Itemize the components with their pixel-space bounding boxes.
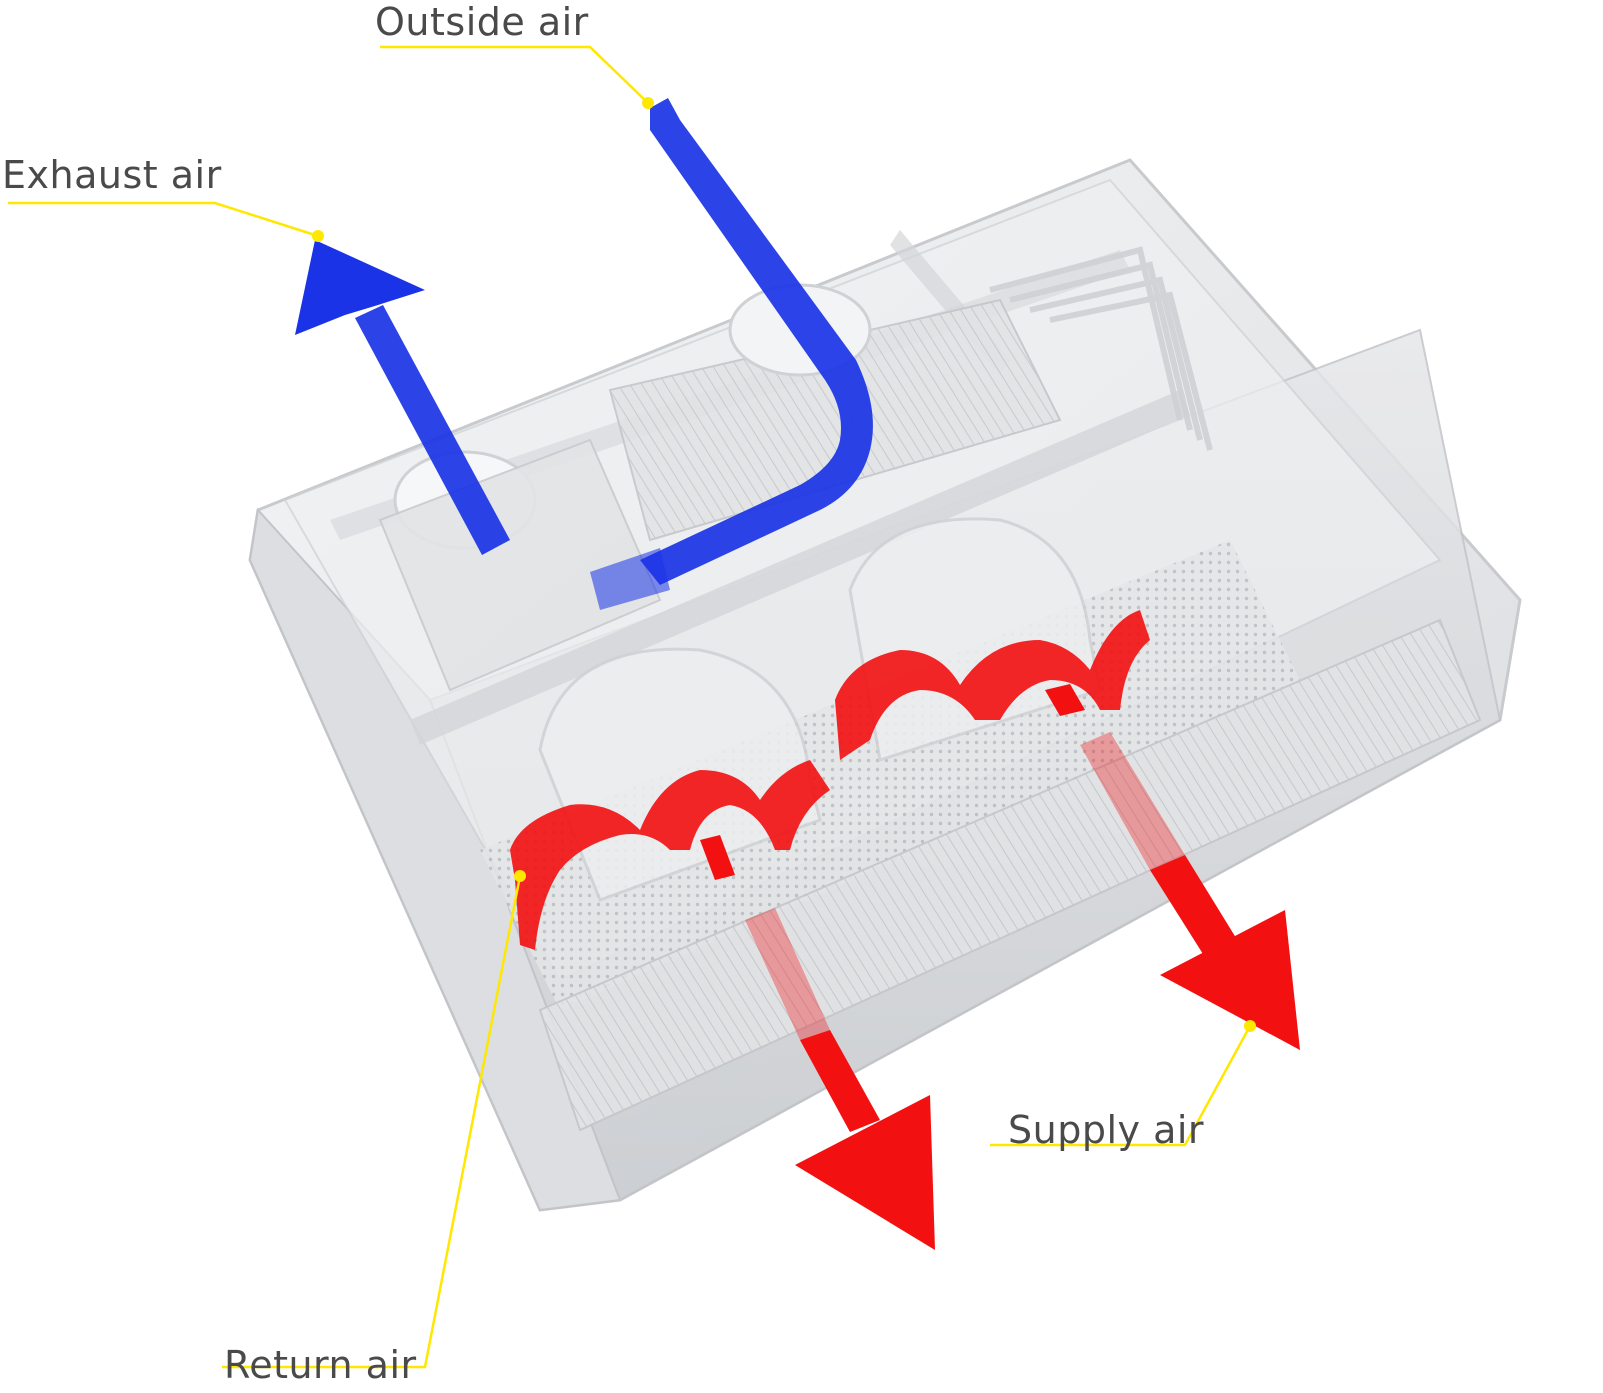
return-air-leader	[222, 875, 522, 1369]
return-air-dot	[514, 870, 526, 882]
return-air-loop-left	[510, 760, 830, 950]
supply-air-shaft-left	[800, 1030, 880, 1132]
outside-air-flow	[590, 98, 873, 610]
exhaust-air-arrowhead	[295, 240, 425, 335]
supply-air-label: Supply air	[1008, 1108, 1205, 1152]
exhaust-air-dot	[312, 230, 324, 242]
front-components	[480, 517, 1482, 1132]
divider-wall-middle	[410, 390, 1190, 745]
outside-air-leader	[380, 45, 649, 104]
exhaust-fan-housing	[378, 438, 662, 692]
filter-slab	[538, 618, 1482, 1132]
coil-pipes	[989, 246, 1213, 451]
exhaust-air-leader	[8, 201, 319, 238]
supply-air-dot	[1244, 1020, 1256, 1032]
supply-air-faded-left	[745, 908, 830, 1040]
callout-dots	[312, 97, 1256, 1032]
outside-air-outlet	[590, 548, 670, 610]
return-air-flow	[510, 610, 1150, 950]
return-air-post-b	[1045, 684, 1085, 716]
supply-air-flow	[745, 732, 1300, 1250]
exhaust-air-flow	[295, 240, 510, 555]
exhaust-air-label: Exhaust air	[2, 153, 222, 197]
supply-air-leader	[990, 1025, 1252, 1147]
supply-air-faded-right	[1080, 732, 1185, 870]
exhaust-air-shaft	[355, 305, 510, 555]
callout-lines	[8, 45, 1252, 1369]
supply-fan-right	[848, 517, 1102, 762]
return-air-loop-right	[835, 610, 1150, 760]
outside-air-label: Outside air	[375, 0, 589, 44]
return-air-post-a	[700, 835, 735, 880]
supply-air-arrowhead-left	[795, 1095, 935, 1250]
return-air-label: Return air	[224, 1343, 417, 1387]
supply-air-arrowhead-right	[1160, 910, 1300, 1050]
outside-air-stream	[640, 98, 873, 585]
outside-air-dot	[642, 97, 654, 109]
